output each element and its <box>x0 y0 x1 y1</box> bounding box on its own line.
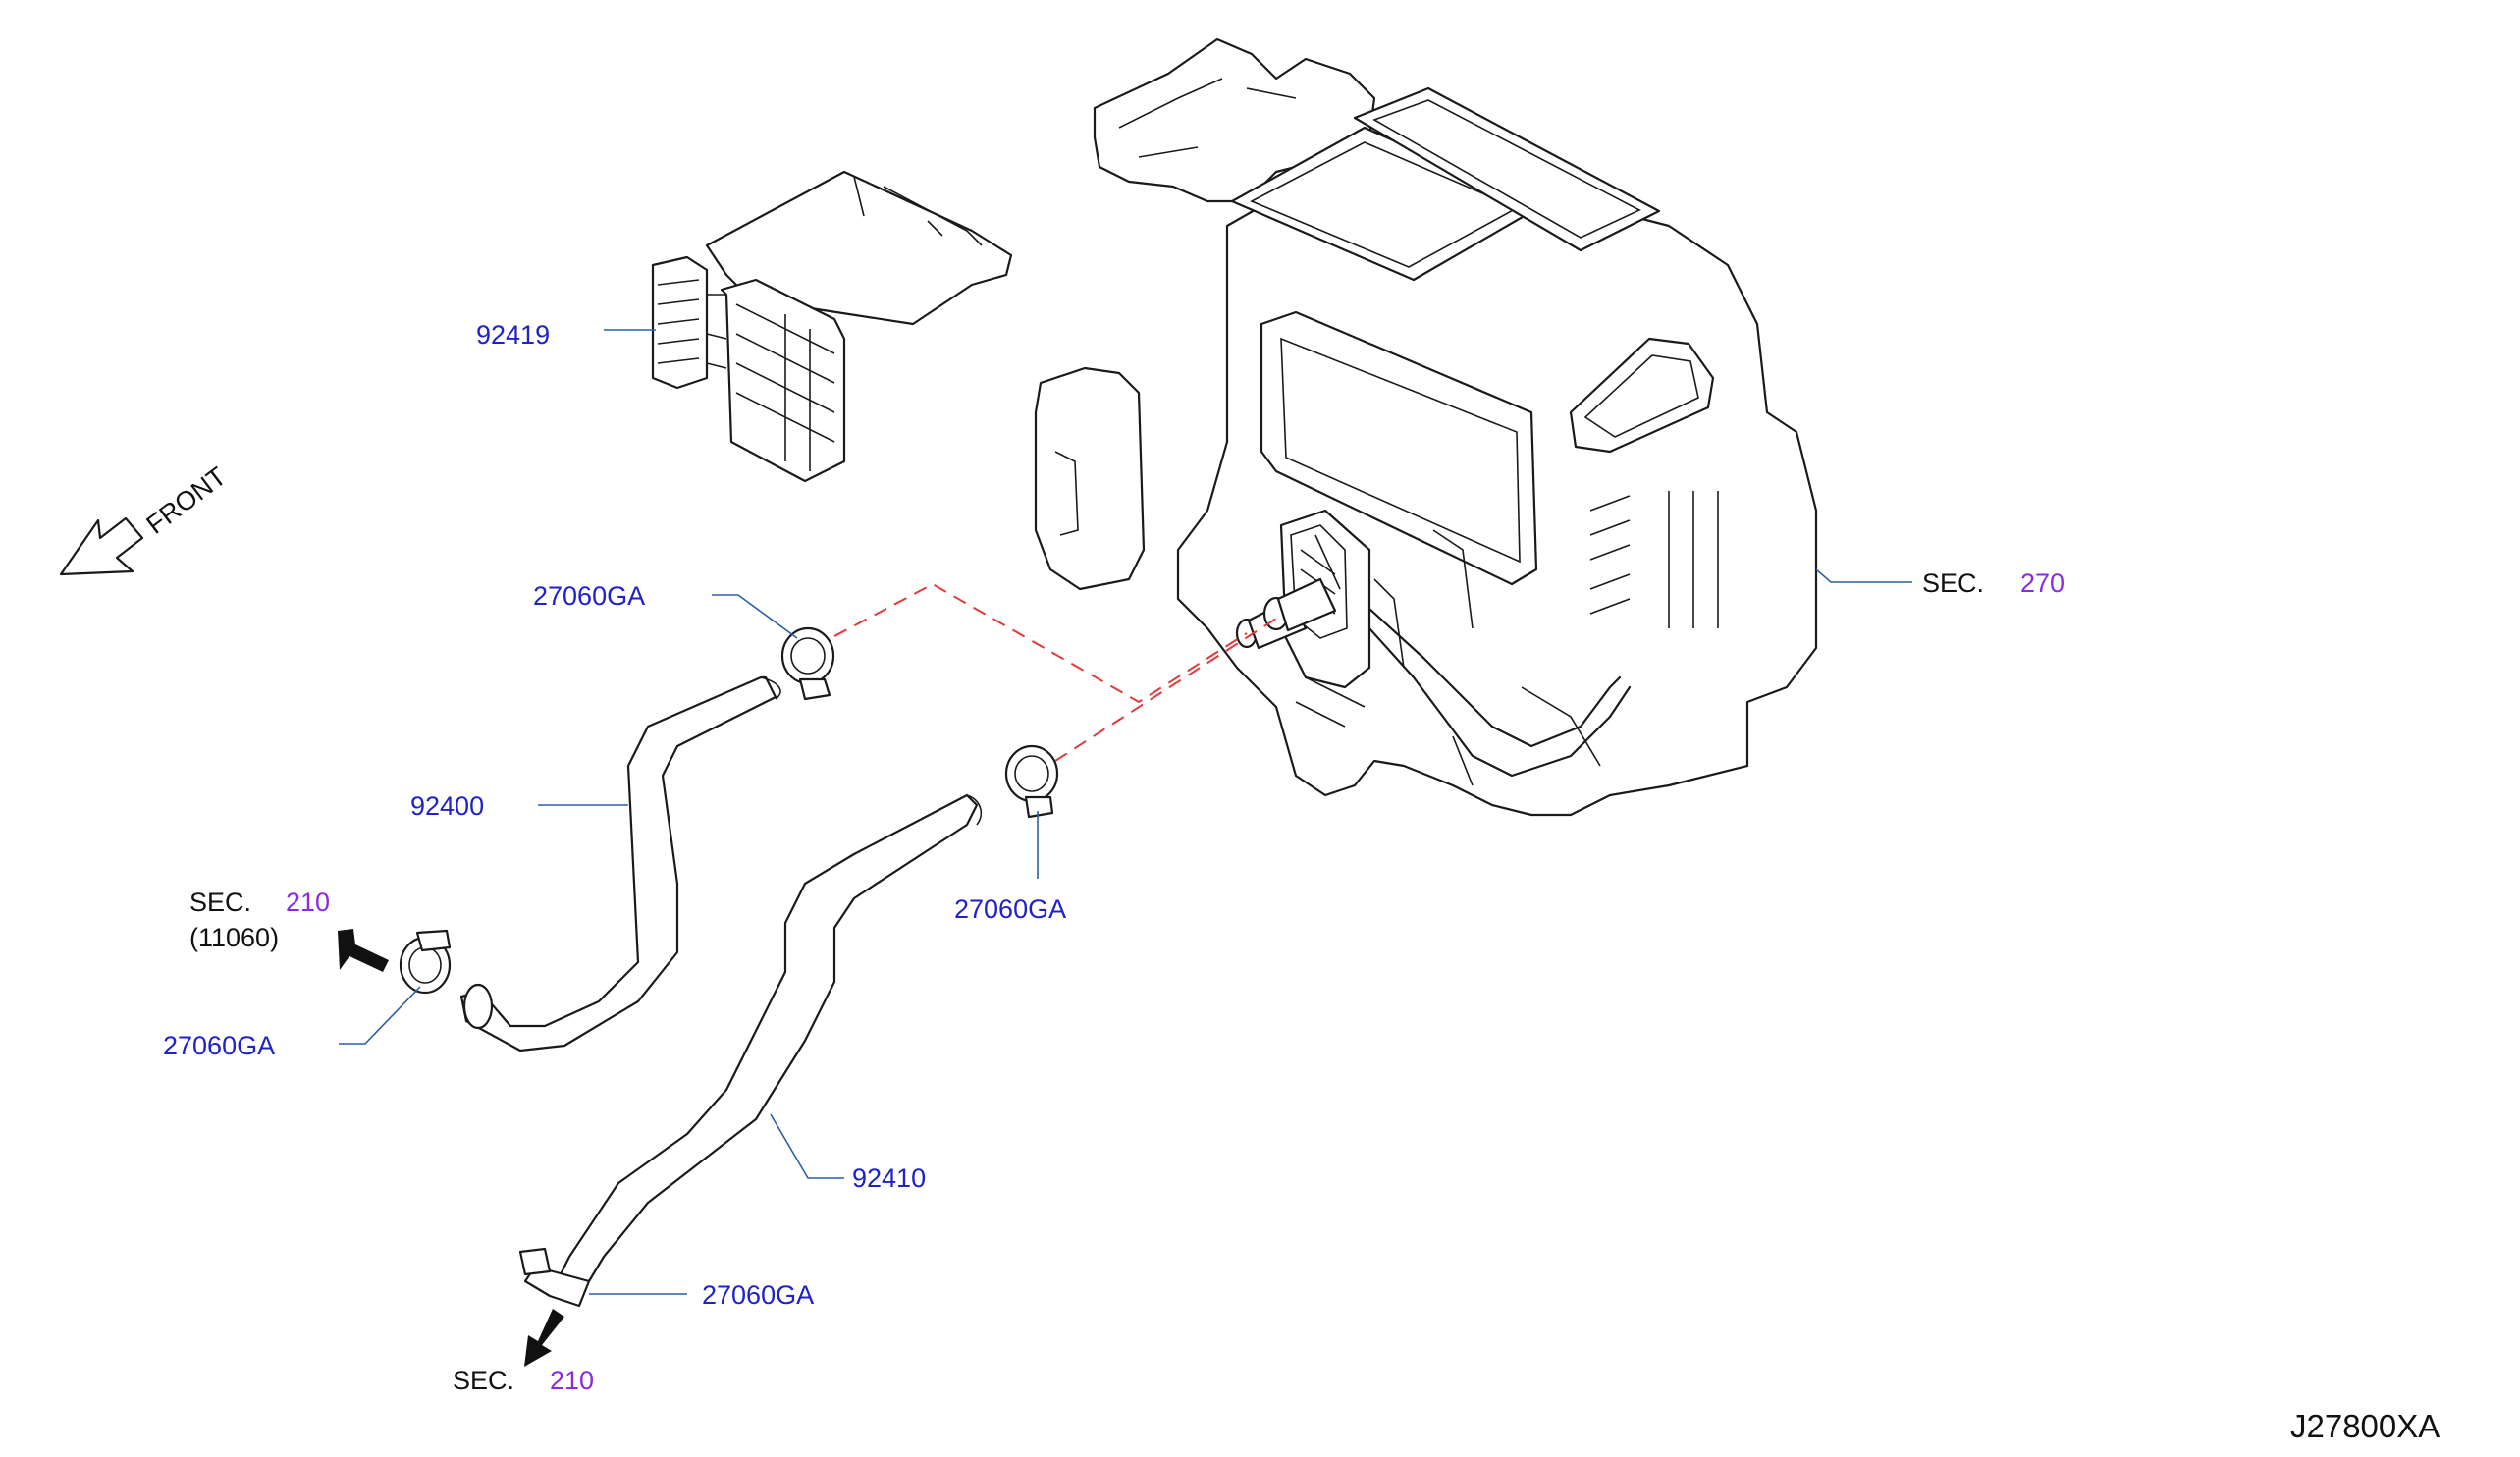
part-label-92410[interactable]: 92410 <box>852 1163 926 1193</box>
front-arrow-icon <box>59 516 144 576</box>
part-label-27060ga-left[interactable]: 27060GA <box>163 1031 275 1060</box>
part-label-27060ga-top[interactable]: 27060GA <box>533 581 645 611</box>
hose-92400 <box>459 675 781 1052</box>
section-ref-210-upper[interactable]: SEC. 210 (11060) <box>189 888 330 952</box>
section-ref-210-upper-sub: (11060) <box>189 923 279 952</box>
leader-27060ga-top <box>712 594 798 639</box>
duct-92419 <box>651 170 1013 483</box>
leader-sec-270 <box>1815 568 1912 583</box>
section-ref-210-upper-number[interactable]: 210 <box>286 888 330 917</box>
section-ref-210-lower-number[interactable]: 210 <box>550 1366 594 1395</box>
front-direction-indicator: FRONT <box>59 461 232 576</box>
hose-clamp-left <box>399 929 452 995</box>
arrow-to-sec-210-lower <box>524 1309 564 1367</box>
section-ref-270-number[interactable]: 270 <box>2020 568 2064 598</box>
leader-92410 <box>770 1113 844 1179</box>
hose-clamp-bottom <box>518 1247 591 1308</box>
section-ref-270-prefix: SEC. <box>1922 568 1984 598</box>
dashed-guide-upper <box>833 582 1248 704</box>
part-label-27060ga-middle[interactable]: 27060GA <box>954 894 1066 924</box>
part-label-92400[interactable]: 92400 <box>410 791 484 821</box>
arrow-to-sec-210-upper <box>338 929 389 972</box>
heater-unit-assembly <box>1034 37 1818 817</box>
part-label-27060ga-bottom[interactable]: 27060GA <box>702 1280 814 1310</box>
hose-clamp-middle <box>1004 744 1059 819</box>
hose-clamp-top <box>780 626 835 701</box>
diagram-code: J27800XA <box>2290 1408 2440 1444</box>
section-ref-270[interactable]: SEC. 270 <box>1922 568 2064 598</box>
front-label: FRONT <box>141 461 232 540</box>
hose-92410 <box>558 793 983 1283</box>
section-ref-210-lower-prefix: SEC. <box>453 1366 514 1395</box>
section-ref-210-lower[interactable]: SEC. 210 <box>453 1366 594 1395</box>
leader-27060ga-left <box>339 986 421 1045</box>
section-ref-210-upper-prefix: SEC. <box>189 888 251 917</box>
part-label-92419[interactable]: 92419 <box>476 320 550 350</box>
